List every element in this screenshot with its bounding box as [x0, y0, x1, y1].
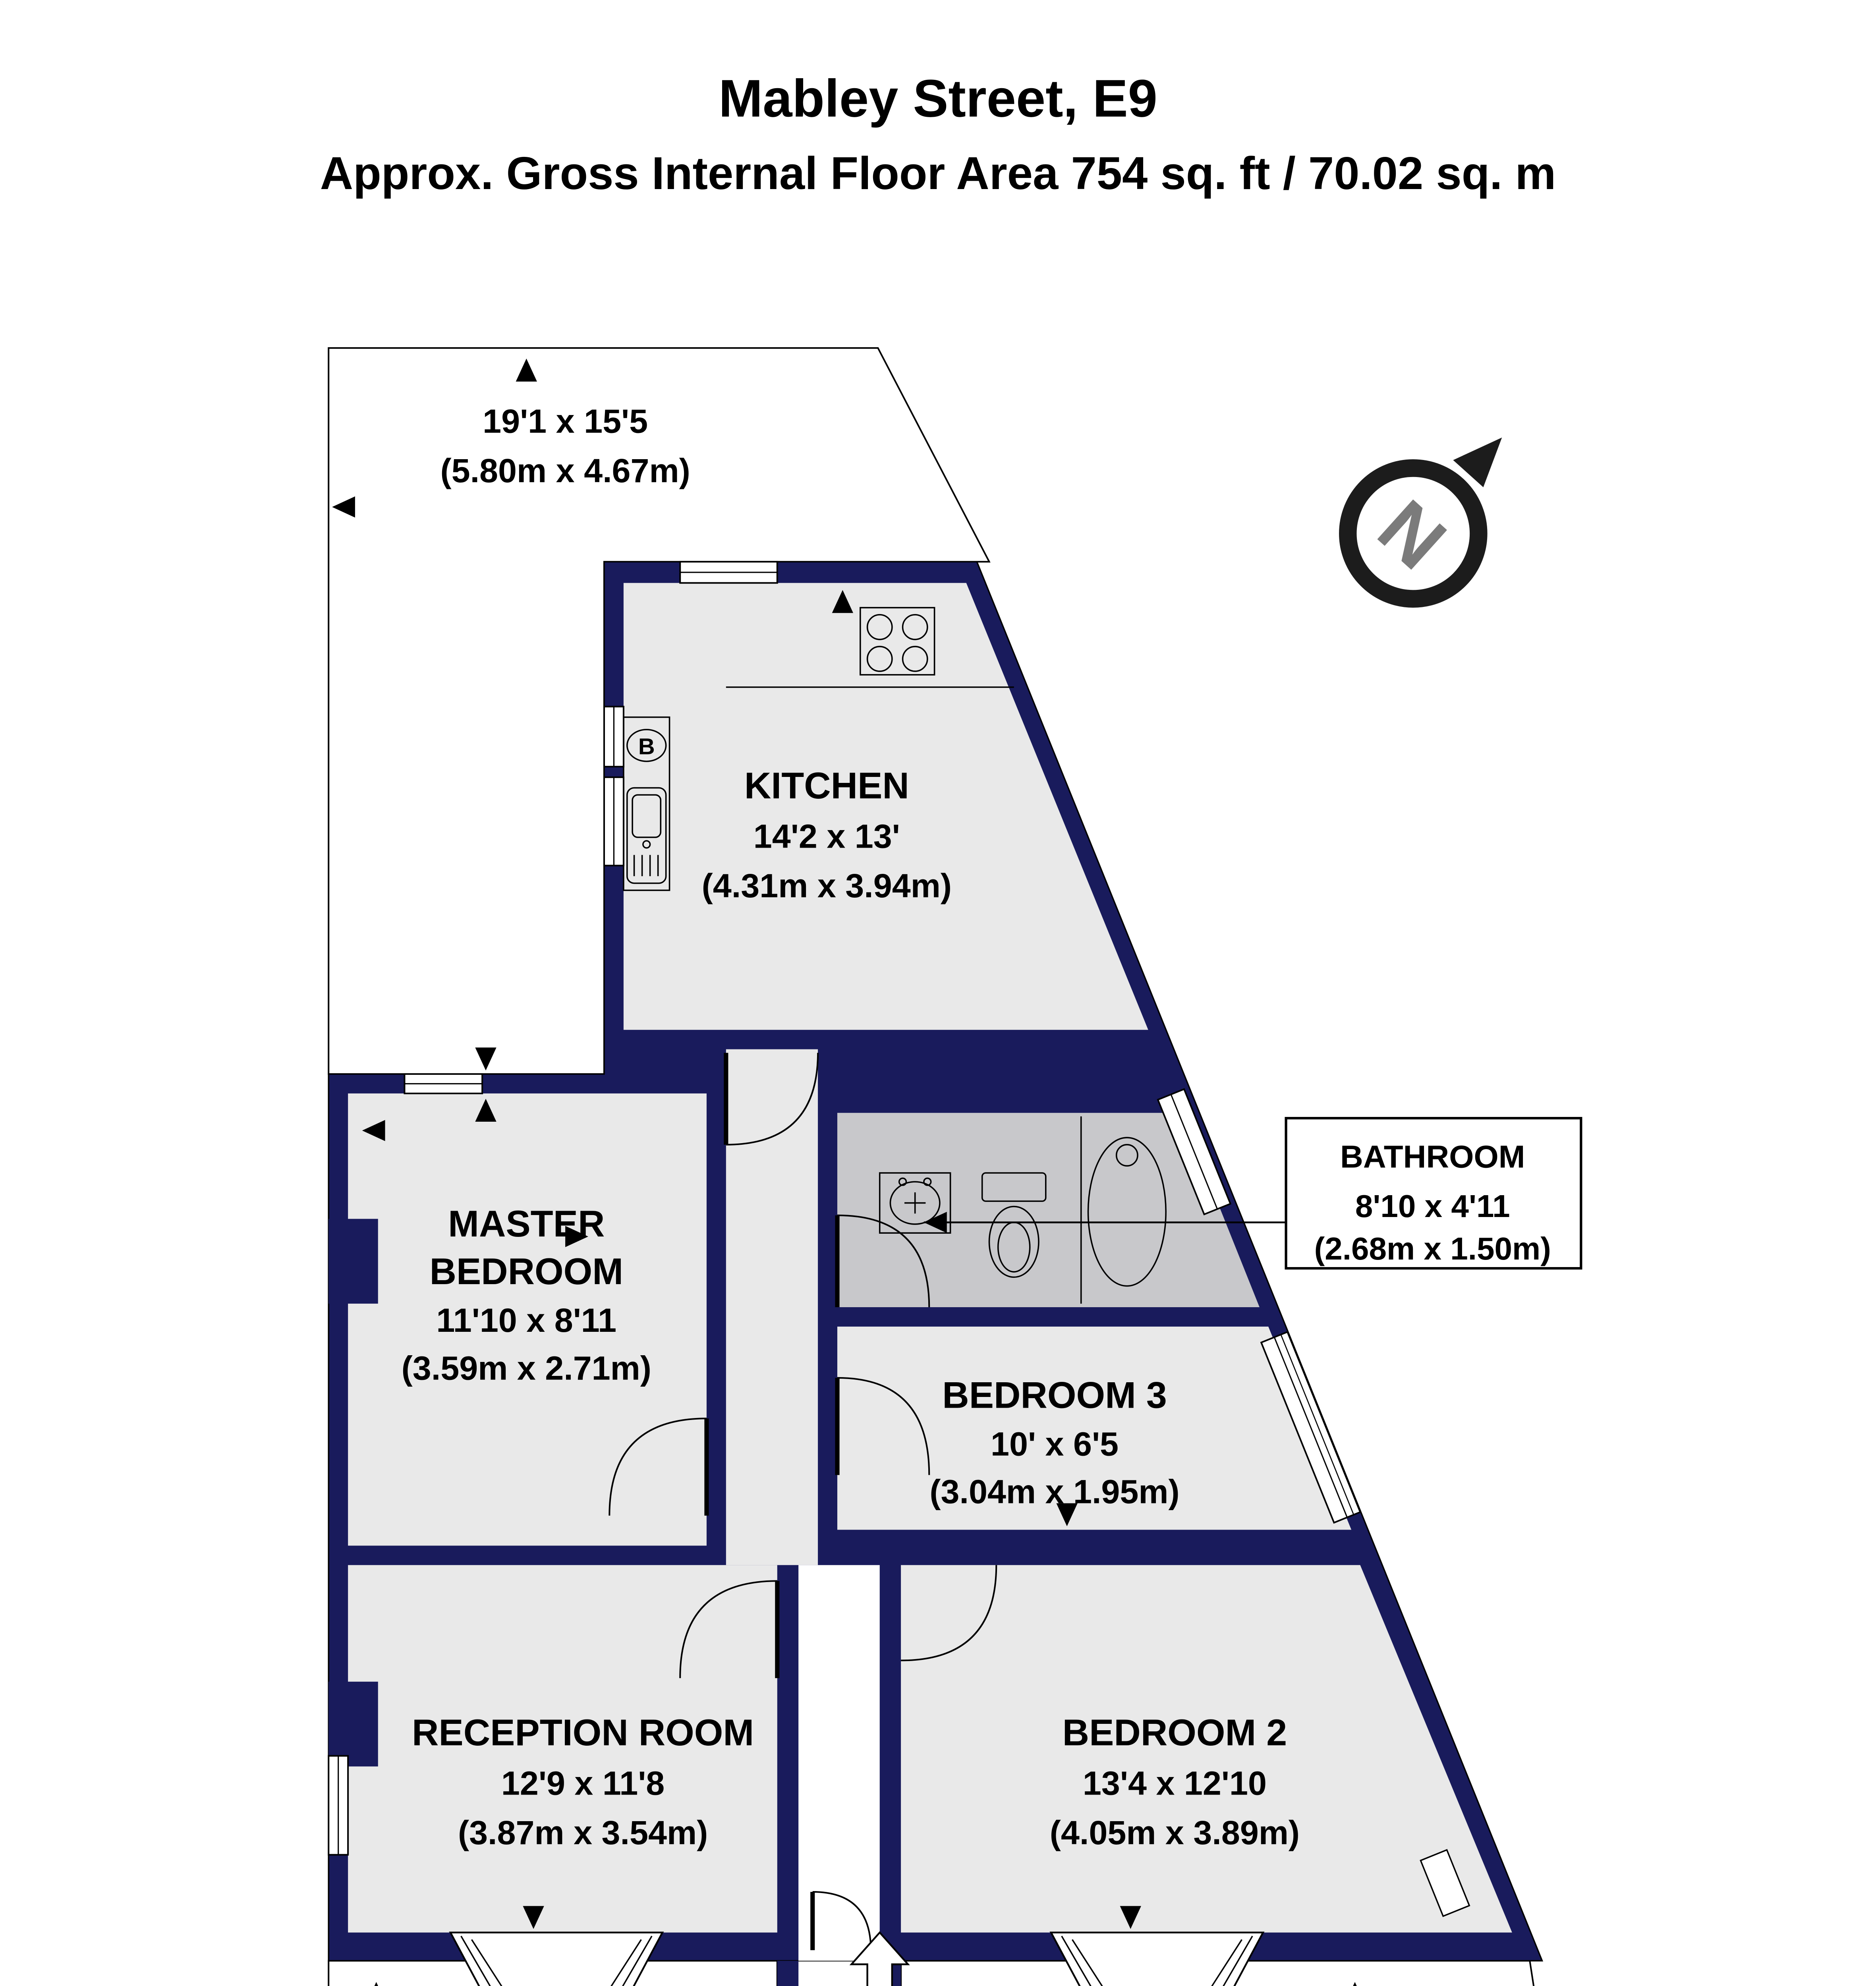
boiler-symbol — [626, 728, 667, 762]
kitchen-dims-metric: (4.31m x 3.94m) — [702, 867, 952, 904]
callout-box — [1285, 1117, 1582, 1270]
wash-basin — [879, 1172, 951, 1234]
compass-icon: N — [1339, 437, 1502, 608]
reception-window-left — [328, 1755, 349, 1856]
master-dims-imperial: 11'10 x 8'11 — [436, 1302, 616, 1339]
top-garden-dims-imperial: 19'1 x 15'5 — [483, 403, 648, 440]
chimney-breast-master — [328, 1219, 378, 1304]
bathroom-fixtures — [879, 1116, 1167, 1304]
hall-entrance-door — [810, 1891, 872, 1950]
bedroom3-dims-metric: (3.04m x 1.95m) — [929, 1473, 1179, 1511]
entrance-arrow-icon — [849, 1931, 910, 1986]
dim-arrow-up — [516, 358, 537, 382]
chimney-breast-reception — [328, 1681, 378, 1767]
compass-ring — [1339, 459, 1488, 608]
bedroom3-door — [835, 1377, 930, 1475]
room-bathroom — [837, 1113, 1260, 1307]
bathtub — [1080, 1116, 1167, 1304]
stove-burner — [866, 614, 893, 640]
master-name-line1: MASTER — [448, 1203, 605, 1244]
bathroom-window-diagonal — [1157, 1088, 1232, 1215]
dim-arrow-up — [374, 1982, 378, 1986]
bedroom2-bay-window — [1049, 1932, 1265, 1986]
bedroom3-name-label: BEDROOM 3 — [942, 1374, 1167, 1416]
kitchen-fixtures: B — [623, 607, 1014, 891]
kitchen-name-label: KITCHEN — [744, 765, 909, 806]
dim-arrow-down — [1120, 1906, 1141, 1929]
stove-burner — [866, 645, 893, 672]
kitchen-window-top — [679, 561, 778, 584]
reception-name-label: RECEPTION ROOM — [412, 1712, 754, 1753]
hallway — [726, 1049, 818, 1565]
bathroom-dims-imperial: 8'10 x 4'11 — [1355, 1188, 1510, 1224]
dim-arrow-down — [1056, 1503, 1078, 1526]
room-labels: 19'1 x 15'5 (5.80m x 4.67m) KITCHEN 14'2… — [402, 403, 1300, 1851]
room-master-bedroom — [348, 1093, 707, 1546]
dim-arrow-left — [332, 496, 355, 518]
stove-burner — [902, 645, 928, 672]
rooms — [328, 583, 1512, 1986]
bedroom3-dims-imperial: 10' x 6'5 — [991, 1426, 1119, 1463]
page-title: Mabley Street, E9 — [719, 69, 1157, 128]
reception-dims-metric: (3.87m x 3.54m) — [458, 1814, 708, 1851]
master-name-line2: BEDROOM — [429, 1250, 623, 1292]
bathroom-name-label: BATHROOM — [1340, 1139, 1525, 1175]
boiler-label: B — [638, 734, 655, 759]
bathroom-dims-metric: (2.68m x 1.50m) — [1314, 1231, 1551, 1266]
reception-door — [679, 1580, 780, 1678]
kitchen-window-left-upper — [603, 705, 624, 768]
compass-north-arrow — [1453, 437, 1502, 487]
reception-dims-imperial: 12'9 x 11'8 — [501, 1764, 665, 1802]
master-dims-metric: (3.59m x 2.71m) — [402, 1349, 651, 1387]
doors — [609, 1053, 997, 1950]
windows — [328, 561, 1470, 1917]
corridor-wall-left — [777, 1961, 799, 1986]
page-subtitle: Approx. Gross Internal Floor Area 754 sq… — [320, 147, 1556, 199]
master-bedroom-door — [609, 1418, 709, 1516]
kitchen-window-left-lower — [603, 776, 624, 867]
bedroom2-dims-imperial: 13'4 x 12'10 — [1083, 1764, 1267, 1802]
dim-arrow-down — [523, 1906, 544, 1929]
kitchen-door — [724, 1053, 819, 1146]
dimension-arrows — [332, 358, 1357, 1986]
bedroom3-window-diagonal — [1260, 1331, 1362, 1524]
kitchen-sink — [626, 787, 667, 884]
stove-burner — [902, 614, 928, 640]
room-reception — [348, 1565, 777, 1933]
bedroom2-dims-metric: (4.05m x 3.89m) — [1050, 1814, 1300, 1851]
bedroom2-door-diagonal-gap — [1420, 1849, 1470, 1917]
kitchen-dims-imperial: 14'2 x 13' — [753, 818, 900, 855]
compass-north-label: N — [1362, 484, 1462, 586]
bathroom-door — [835, 1214, 930, 1307]
dim-arrow-up — [1353, 1982, 1357, 1986]
bedroom2-name-label: BEDROOM 2 — [1063, 1712, 1287, 1753]
dim-arrow-right — [565, 1226, 588, 1247]
room-kitchen — [623, 583, 1148, 1030]
bathroom-callout: BATHROOM 8'10 x 4'11 (2.68m x 1.50m) — [924, 1117, 1582, 1270]
stove — [860, 607, 935, 676]
callout-arrow — [924, 1211, 947, 1233]
entrance-marker: IN — [849, 1931, 910, 1986]
dim-arrow-up — [832, 590, 854, 613]
dim-arrow-left — [362, 1120, 385, 1141]
bay-windows — [449, 1932, 1265, 1986]
room-bedroom3 — [837, 1326, 1352, 1530]
top-garden-dims-metric: (5.80m x 4.67m) — [440, 452, 690, 489]
master-bedroom-window — [404, 1073, 483, 1094]
room-bedroom2 — [901, 1565, 1512, 1933]
kitchen-counter-unit — [623, 716, 670, 891]
reception-bay-window — [449, 1932, 664, 1986]
dim-arrow-down — [475, 1047, 497, 1071]
bedroom2-door — [901, 1565, 997, 1661]
dim-arrow-up — [475, 1099, 497, 1122]
